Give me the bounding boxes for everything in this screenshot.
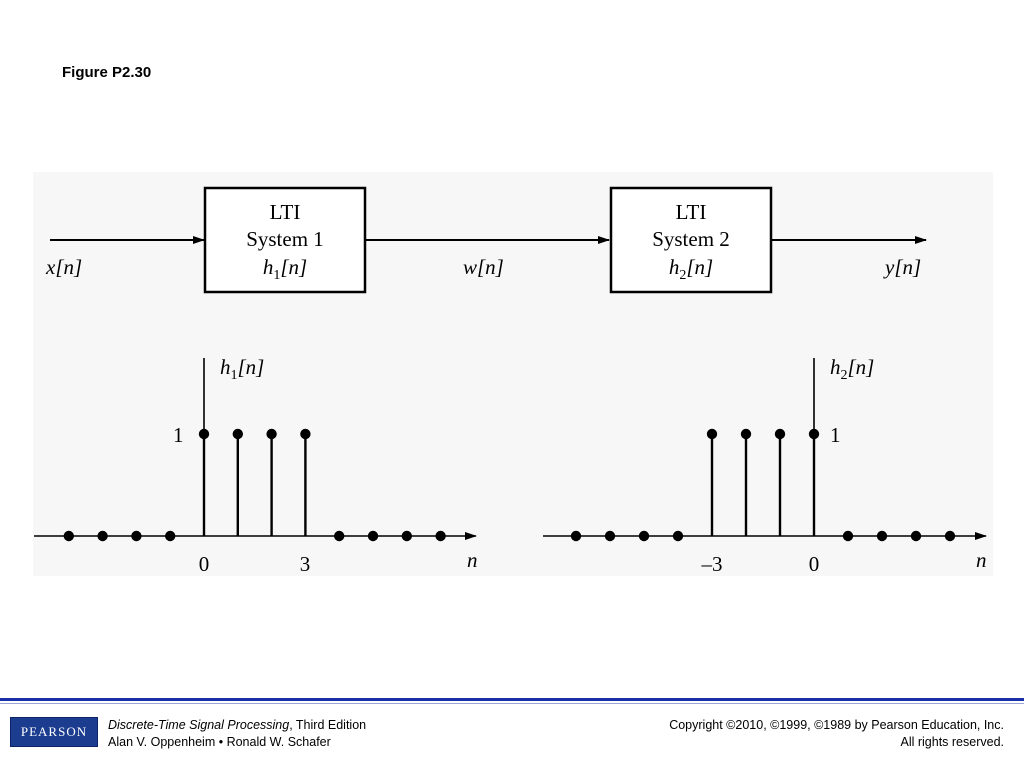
h2-sample-n-4 xyxy=(672,530,684,542)
h1-plot-title: h1[n] xyxy=(220,355,264,383)
h1-sample-n5 xyxy=(367,530,379,542)
output-signal-label: y[n] xyxy=(883,255,921,279)
system1-line1: LTI xyxy=(270,200,301,224)
footer-book-info: Discrete-Time Signal Processing, Third E… xyxy=(108,717,366,751)
h2-sample-n4 xyxy=(944,530,956,542)
block-diagram: x[n] LTI System 1 h1[n] w[n] LTI System … xyxy=(45,186,927,294)
system2-block xyxy=(609,186,773,294)
input-signal-label: x[n] xyxy=(45,255,82,279)
h1-amplitude-label: 1 xyxy=(173,423,184,447)
h1-tick-label-0: 0 xyxy=(199,552,210,576)
h2-n-axis-label: n xyxy=(976,548,987,572)
h1-sample-n2 xyxy=(266,428,277,440)
h2-sample-n1 xyxy=(842,530,854,542)
stem-plot-h2: h2[n] 1 –3 0 n xyxy=(543,355,987,576)
signal-diagram: x[n] LTI System 1 h1[n] w[n] LTI System … xyxy=(34,186,987,576)
h2-sample-n-7 xyxy=(570,530,582,542)
h2-sample-n3 xyxy=(910,530,922,542)
footer-copyright-info: Copyright ©2010, ©1999, ©1989 by Pearson… xyxy=(669,717,1004,751)
h1-sample-n-1 xyxy=(165,530,176,542)
h1-sample-n7 xyxy=(435,530,446,542)
system2-response: h2[n] xyxy=(669,255,713,283)
h2-sample-n-1 xyxy=(774,428,786,440)
stem-plot-h1: h1[n] 1 0 3 n xyxy=(34,355,478,576)
h1-n-axis-label: n xyxy=(467,548,478,572)
system2-line2: System 2 xyxy=(652,227,730,251)
pearson-logo: PEARSON xyxy=(10,717,98,747)
h1-sample-n0 xyxy=(198,428,210,440)
h2-sample-n-3 xyxy=(706,428,718,440)
h2-sample-n2 xyxy=(876,530,888,542)
footer-authors: Alan V. Oppenheim • Ronald W. Schafer xyxy=(108,735,331,749)
intermediate-signal-label: w[n] xyxy=(463,255,504,279)
system2-line1: LTI xyxy=(676,200,707,224)
h1-sample-n-4 xyxy=(63,530,74,542)
h2-sample-n0 xyxy=(808,428,820,440)
system1-line2: System 1 xyxy=(246,227,324,251)
h1-sample-n4 xyxy=(334,530,345,542)
h2-sample-n-6 xyxy=(604,530,616,542)
footer-rights: All rights reserved. xyxy=(900,735,1004,749)
h1-stems xyxy=(63,428,446,542)
h2-plot-title: h2[n] xyxy=(830,355,874,383)
h2-sample-n-5 xyxy=(638,530,650,542)
h2-amplitude-label: 1 xyxy=(830,423,841,447)
h2-stems xyxy=(570,428,956,542)
system1-block xyxy=(203,186,367,294)
footer-book-title: Discrete-Time Signal Processing xyxy=(108,718,290,732)
footer-rule xyxy=(0,698,1024,701)
figure-title: Figure P2.30 xyxy=(62,64,152,81)
footer-copyright: Copyright ©2010, ©1999, ©1989 by Pearson… xyxy=(669,718,1004,732)
h1-tick-label-3: 3 xyxy=(300,552,311,576)
h1-sample-n3 xyxy=(300,428,311,440)
h1-sample-n1 xyxy=(232,428,243,440)
h1-sample-n-3 xyxy=(97,530,108,542)
h1-sample-n-2 xyxy=(131,530,142,542)
h2-sample-n-2 xyxy=(740,428,752,440)
footer-rule-thin xyxy=(0,703,1024,704)
system1-response: h1[n] xyxy=(263,255,307,283)
h2-tick-label-0: 0 xyxy=(809,552,820,576)
footer-edition: , Third Edition xyxy=(289,718,367,732)
footer-book-title-line: Discrete-Time Signal Processing, Third E… xyxy=(108,717,366,734)
h1-sample-n6 xyxy=(401,530,412,542)
h2-tick-label-minus3: –3 xyxy=(701,552,723,576)
